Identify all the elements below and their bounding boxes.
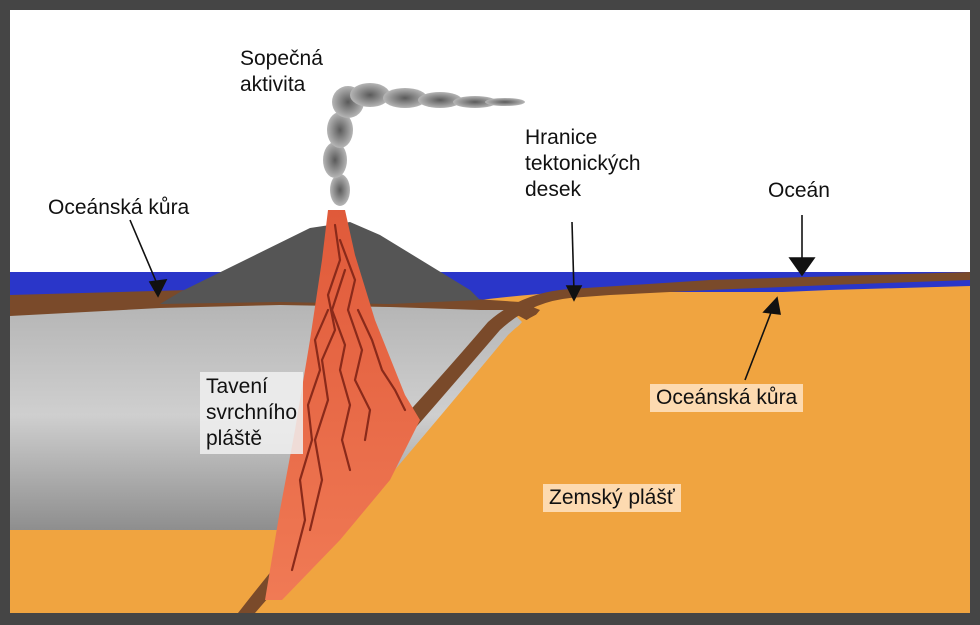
label-plate-boundary: Hranice tektonických desek [525,126,641,201]
subducting-plate-mantle [272,286,970,613]
volcano-cone [160,222,480,304]
diagram-frame: Sopečná aktivita Oceánská kůra Hranice t… [10,10,970,613]
label-volcanic-activity: Sopečná aktivita [240,47,323,96]
label-oceanic-crust-left: Oceánská kůra [48,196,190,219]
magma-veins [290,223,407,572]
subduction-diagram [10,10,970,613]
label-oceanic-crust-right: Oceánská kůra [650,384,804,412]
arrow-oceanic-crust-left [129,219,159,287]
arrow-oceanic-crust-right-head [762,296,781,315]
arrow-ocean-head [788,257,816,277]
label-ocean: Oceán [768,179,830,202]
arrow-oceanic-crust-left-head [148,279,168,298]
label-earth-mantle: Zemský plášť [543,484,681,512]
arrow-plate-boundary [571,221,575,293]
arrow-plate-boundary-head [565,285,583,302]
arrows [129,215,816,381]
volcanic-smoke [323,83,525,206]
label-mantle-melting: Tavení svrchního pláště [200,372,304,454]
arrow-oceanic-crust-right [744,309,773,381]
